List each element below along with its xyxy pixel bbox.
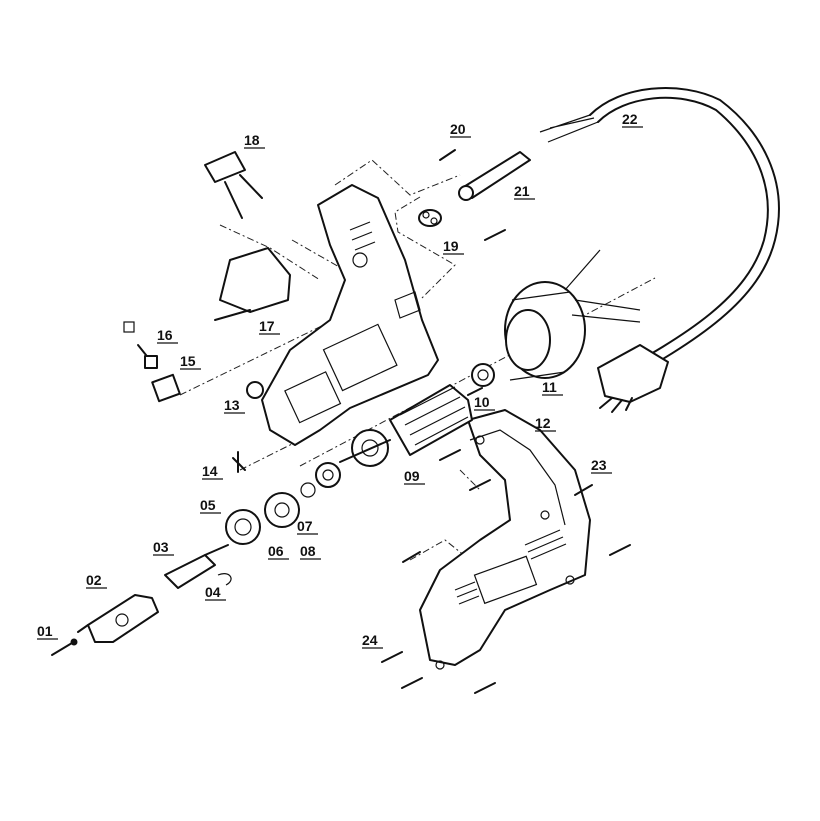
label-21: 21 (514, 183, 530, 199)
label-23: 23 (591, 457, 607, 473)
part-19-clamp (418, 209, 442, 227)
label-09: 09 (404, 468, 420, 484)
label-24: 24 (362, 632, 378, 648)
part-11-stator (504, 249, 641, 381)
label-02: 02 (86, 572, 102, 588)
part-04-clip (217, 573, 232, 586)
label-10: 10 (474, 394, 490, 410)
label-07: 07 (297, 518, 313, 534)
screws (381, 229, 631, 694)
part-13-knob (246, 381, 264, 399)
part-07-ring (300, 482, 316, 498)
label-19: 19 (443, 238, 459, 254)
label-08: 08 (300, 543, 316, 559)
part-15-block (151, 373, 181, 403)
part-01-screw (51, 638, 78, 656)
part-08-bearing (315, 462, 341, 488)
label-05: 05 (200, 497, 216, 513)
part-18-capacitor (204, 151, 263, 219)
label-03: 03 (153, 539, 169, 555)
label-16: 16 (157, 327, 173, 343)
part-14-contact (232, 451, 246, 473)
part-09-armature (339, 384, 483, 467)
label-14: 14 (202, 463, 218, 479)
label-11: 11 (542, 379, 557, 395)
motor-housing-inner (261, 184, 439, 446)
part-20-screw (439, 149, 456, 161)
label-22: 22 (622, 111, 638, 127)
part-12-housing (419, 409, 591, 670)
part-21-sleeve (458, 151, 531, 201)
label-01: 01 (37, 623, 53, 639)
label-04: 04 (205, 584, 221, 600)
label-12: 12 (535, 415, 551, 431)
part-labels: 01 02 03 04 05 06 07 08 09 10 11 12 13 1… (37, 111, 643, 649)
label-17: 17 (259, 318, 275, 334)
part-22-power-cord (539, 87, 780, 413)
part-05-bearing (225, 509, 261, 545)
part-10-bearing (471, 363, 495, 387)
part-17-switch (214, 247, 291, 321)
part-03-spindle (164, 544, 229, 589)
label-15: 15 (180, 353, 196, 369)
part-06-gear (264, 492, 300, 528)
label-06: 06 (268, 543, 284, 559)
label-20: 20 (450, 121, 466, 137)
label-18: 18 (244, 132, 260, 148)
part-02-chuck (77, 594, 159, 643)
label-13: 13 (224, 397, 240, 413)
part-16-spring (123, 321, 158, 369)
